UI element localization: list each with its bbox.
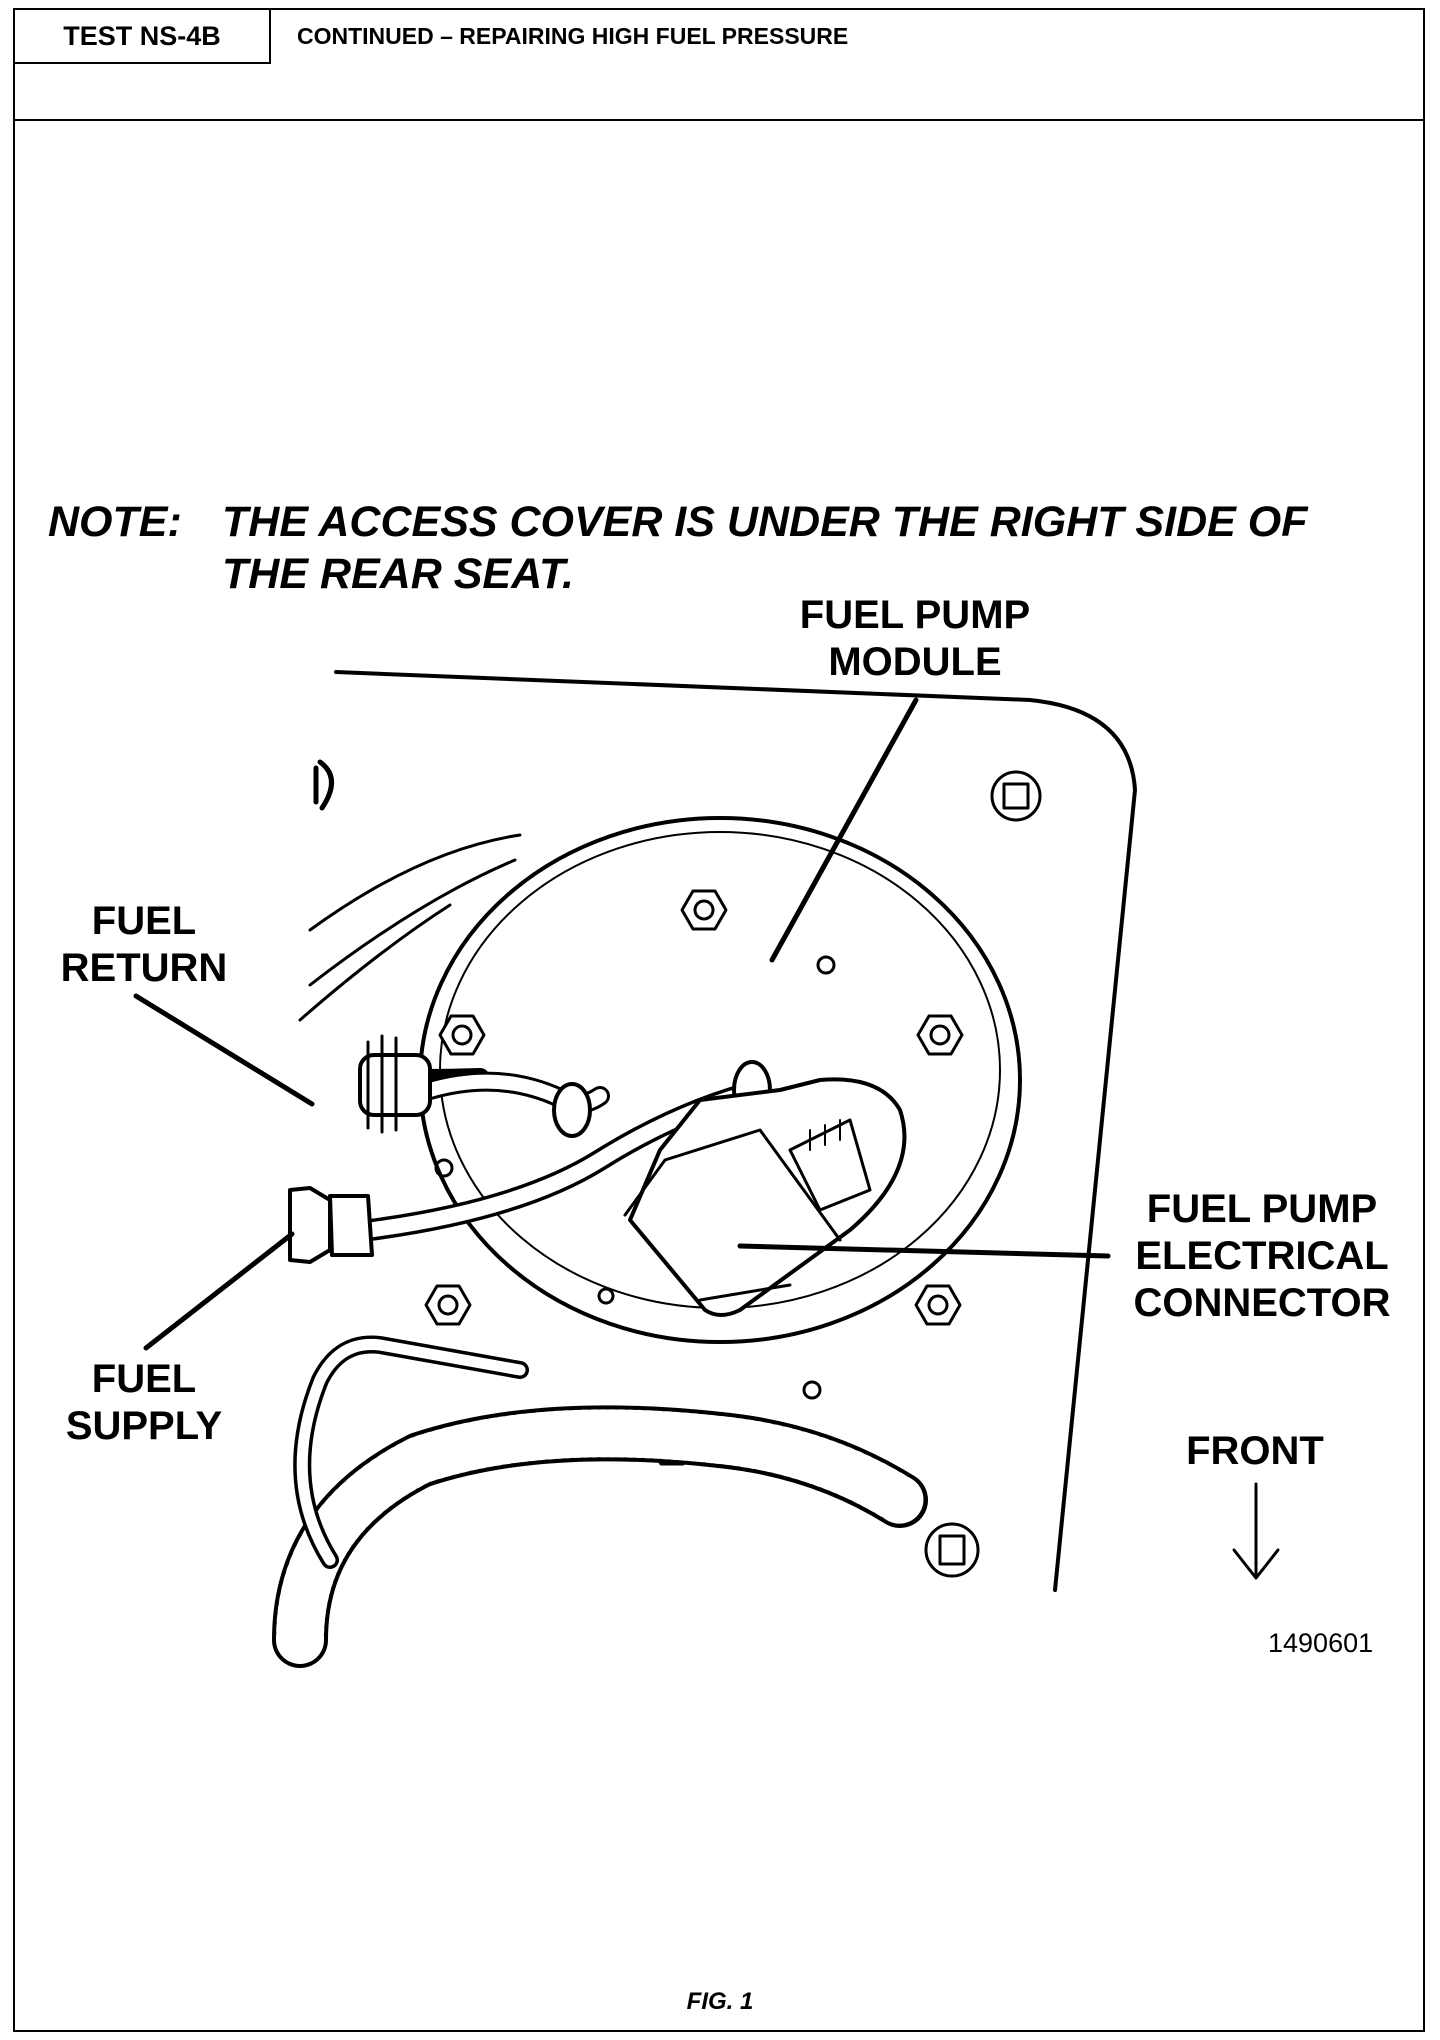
bracket-mark bbox=[317, 759, 334, 811]
mounting-studs bbox=[924, 770, 1042, 1578]
access-panel-outline bbox=[334, 670, 1137, 1592]
electrical-connector bbox=[628, 1077, 907, 1317]
page-frame: TEST NS-4B CONTINUED – REPAIRING HIGH FU… bbox=[13, 8, 1425, 2032]
body-contour bbox=[298, 833, 522, 1022]
test-id: TEST NS-4B bbox=[15, 10, 271, 64]
note-label: NOTE: bbox=[48, 498, 182, 546]
callout-front: FRONT bbox=[1186, 1429, 1324, 1473]
callout-fuel-supply: FUEL SUPPLY bbox=[65, 1357, 223, 1448]
figure-number: 1490601 bbox=[1268, 1628, 1374, 1658]
header-row: TEST NS-4B CONTINUED – REPAIRING HIGH FU… bbox=[15, 10, 1423, 121]
callout-fuel-pump-module: FUEL PUMP MODULE bbox=[799, 593, 1031, 684]
callout-fuel-return: FUEL RETURN bbox=[60, 899, 228, 990]
front-arrow-icon bbox=[1232, 1482, 1280, 1580]
callout-fuel-pump-connector: FUEL PUMP ELECTRICAL CONNECTOR bbox=[1133, 1187, 1391, 1325]
figure-caption: FIG. 1 bbox=[686, 1988, 754, 2015]
header-title: CONTINUED – REPAIRING HIGH FUEL PRESSURE bbox=[297, 23, 849, 49]
note-text: THE ACCESS COVER IS UNDER THE RIGHT SIDE… bbox=[222, 498, 1308, 598]
leader-lines bbox=[133, 697, 1111, 1351]
flange-holes bbox=[434, 955, 836, 1400]
